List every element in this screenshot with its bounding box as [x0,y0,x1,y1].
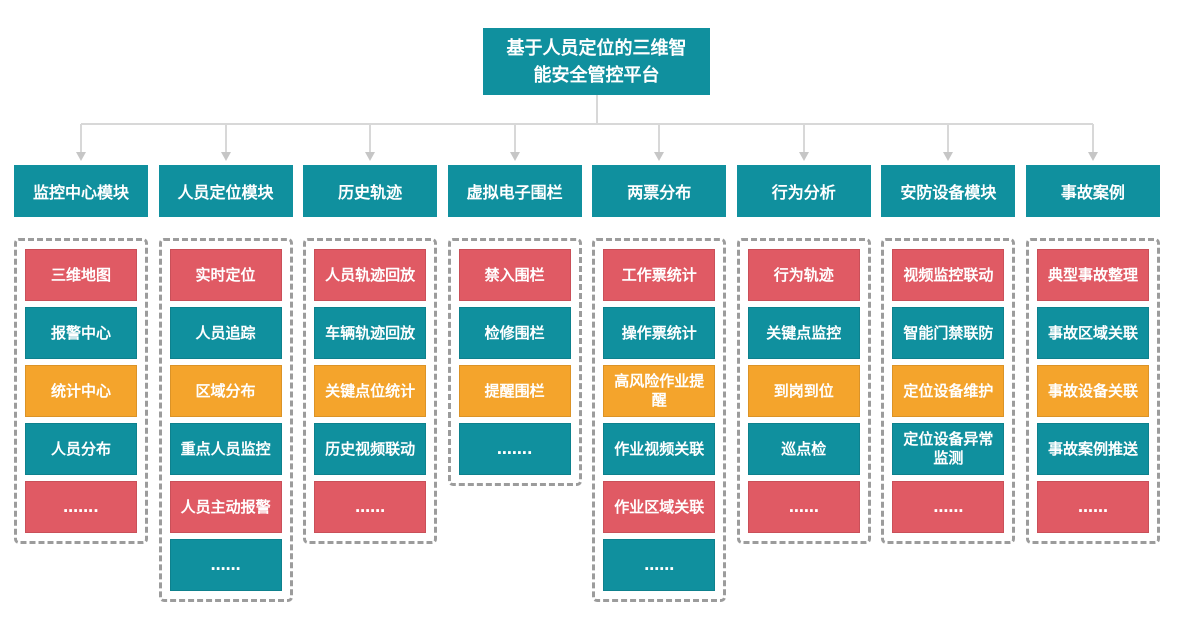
root-node: 基于人员定位的三维智能安全管控平台 [483,28,710,95]
feature-node: 报警中心 [25,307,137,359]
module-column: 行为分析行为轨迹关键点监控到岗到位巡点检 …… [736,165,871,544]
module-header: 行为分析 [736,165,871,217]
feature-node: ……. [458,423,571,475]
connector-branch [369,124,372,153]
feature-node: 事故设备关联 [1036,365,1149,417]
feature-node: 典型事故整理 [1036,249,1149,301]
feature-node: …… [314,481,427,533]
feature-node: 行为轨迹 [747,249,860,301]
connector-branch [224,124,227,153]
feature-node: ……. [25,481,137,533]
feature-node: 提醒围栏 [458,365,571,417]
feature-group: 禁入围栏检修围栏提醒围栏 ……. [447,238,582,486]
module-header: 监控中心模块 [14,165,148,217]
module-columns: 监控中心模块三维地图报警中心统计中心人员分布 ……. 人员定位模块实时定位人员追踪区… [14,165,1160,602]
arrow-down-icon [509,152,520,161]
feature-node: …… [892,481,1005,533]
feature-node: 定位设备异常监测 [892,423,1005,475]
feature-node: 关键点监控 [747,307,860,359]
module-header: 事故案例 [1025,165,1160,217]
module-column: 监控中心模块三维地图报警中心统计中心人员分布 ……. [14,165,148,544]
feature-node: 三维地图 [25,249,137,301]
module-header: 两票分布 [592,165,727,217]
connector-horizontal [81,123,1093,125]
feature-node: 操作票统计 [603,307,716,359]
feature-node: 实时定位 [169,249,282,301]
feature-node: 智能门禁联防 [892,307,1005,359]
feature-node: 历史视频联动 [314,423,427,475]
feature-node: 事故区域关联 [1036,307,1149,359]
feature-group: 行为轨迹关键点监控到岗到位巡点检 …… [736,238,871,544]
feature-node: 巡点检 [747,423,860,475]
connector-trunk [595,95,598,124]
arrow-down-icon [220,152,231,161]
feature-group: 典型事故整理事故区域关联事故设备关联事故案例推送 …… [1025,238,1160,544]
feature-node: 人员追踪 [169,307,282,359]
module-column: 历史轨迹人员轨迹回放车辆轨迹回放关键点位统计历史视频联动 …… [303,165,438,544]
feature-node: 人员分布 [25,423,137,475]
module-column: 人员定位模块实时定位人员追踪区域分布重点人员监控人员主动报警 …… [158,165,293,602]
arrow-down-icon [798,152,809,161]
feature-node: 作业区域关联 [603,481,716,533]
feature-node: 区域分布 [169,365,282,417]
feature-group: 视频监控联动智能门禁联防定位设备维护定位设备异常监测 …… [881,238,1016,544]
connector-branch [658,124,661,153]
feature-node: 车辆轨迹回放 [314,307,427,359]
module-header: 人员定位模块 [158,165,293,217]
arrow-down-icon [365,152,376,161]
feature-node: …… [169,539,282,591]
feature-node: 关键点位统计 [314,365,427,417]
feature-node: …… [603,539,716,591]
feature-node: 到岗到位 [747,365,860,417]
feature-node: …… [1036,481,1149,533]
feature-node: 统计中心 [25,365,137,417]
connector-branch [513,124,516,153]
feature-node: 视频监控联动 [892,249,1005,301]
connector-branch [80,124,82,153]
arrow-down-icon [943,152,954,161]
module-header: 历史轨迹 [303,165,438,217]
module-column: 虚拟电子围栏禁入围栏检修围栏提醒围栏 ……. [447,165,582,486]
connector-branch [947,124,950,153]
feature-node: 人员轨迹回放 [314,249,427,301]
module-column: 事故案例典型事故整理事故区域关联事故设备关联事故案例推送 …… [1025,165,1160,544]
module-column: 安防设备模块视频监控联动智能门禁联防定位设备维护定位设备异常监测 …… [881,165,1016,544]
connector-branch [802,124,805,153]
feature-node: 工作票统计 [603,249,716,301]
feature-group: 工作票统计操作票统计高风险作业提醒作业视频关联作业区域关联 …… [592,238,727,602]
feature-node: 人员主动报警 [169,481,282,533]
module-header: 虚拟电子围栏 [447,165,582,217]
feature-group: 实时定位人员追踪区域分布重点人员监控人员主动报警 …… [158,238,293,602]
feature-node: 重点人员监控 [169,423,282,475]
arrow-down-icon [1087,152,1098,161]
feature-node: 高风险作业提醒 [603,365,716,417]
feature-node: 检修围栏 [458,307,571,359]
feature-node: 定位设备维护 [892,365,1005,417]
module-column: 两票分布工作票统计操作票统计高风险作业提醒作业视频关联作业区域关联 …… [592,165,727,602]
arrow-down-icon [76,152,86,161]
arrow-down-icon [654,152,665,161]
connector-branch [1091,124,1094,153]
feature-node: 禁入围栏 [458,249,571,301]
feature-node: 作业视频关联 [603,423,716,475]
feature-group: 三维地图报警中心统计中心人员分布 ……. [14,238,148,544]
module-header: 安防设备模块 [881,165,1016,217]
feature-group: 人员轨迹回放车辆轨迹回放关键点位统计历史视频联动 …… [303,238,438,544]
feature-node: 事故案例推送 [1036,423,1149,475]
feature-node: …… [747,481,860,533]
